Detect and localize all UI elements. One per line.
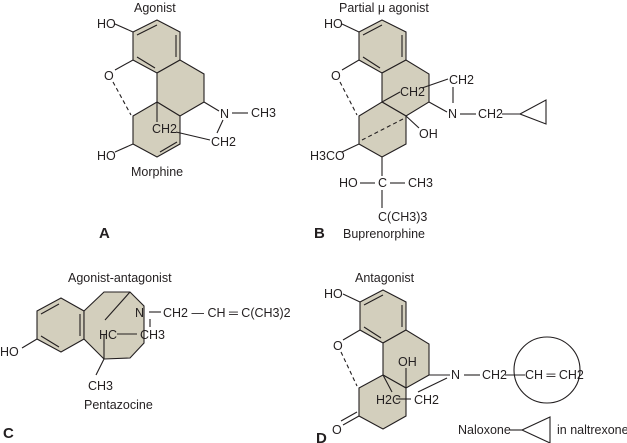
morphine-ch2-a: CH2	[152, 122, 177, 136]
pentazocine-ch3-bottom: CH3	[88, 379, 113, 393]
naloxone-o: O	[333, 339, 343, 353]
buprenorphine-tbutyl: C(CH3)3	[378, 210, 427, 224]
naloxone-allyl: CH ═ CH2	[525, 368, 584, 382]
morphine-n: N	[220, 107, 229, 121]
panel-d-letter: D	[316, 430, 327, 443]
morphine-ho-bottom: HO	[97, 149, 116, 163]
naloxone-ho-top: HO	[324, 287, 343, 301]
panel-d: Antagonist HO O OH H2C CH2 N CH2 CH ═ CH…	[316, 271, 627, 443]
buprenorphine-ho-side: HO	[339, 176, 358, 190]
cyclopropyl-icon	[520, 416, 551, 443]
cyclopropyl-icon	[518, 99, 547, 125]
buprenorphine-h3co: H3CO	[310, 149, 345, 163]
panel-a-letter: A	[99, 225, 110, 242]
panel-a-name: Morphine	[131, 165, 183, 179]
buprenorphine-o: O	[331, 69, 341, 83]
pentazocine-aromatic-ring	[36, 297, 85, 353]
pentazocine-bicyclic-ring	[83, 291, 145, 360]
buprenorphine-ho-top: HO	[324, 17, 343, 31]
naloxone-ch2: CH2	[414, 393, 439, 407]
morphine-ch3: CH3	[251, 106, 276, 120]
pentazocine-chain: CH2 — CH ═ C(CH3)2	[163, 306, 291, 320]
morphine-o: O	[104, 69, 114, 83]
panel-c-letter: C	[3, 425, 14, 442]
panel-d-category: Antagonist	[355, 271, 415, 285]
panel-c: Agonist-antagonist HO N CH2 — CH ═ C(CH3…	[0, 271, 291, 442]
buprenorphine-ch2-n: CH2	[478, 107, 503, 121]
naloxone-keto-o: O	[332, 423, 342, 437]
pentazocine-ho: HO	[0, 345, 19, 359]
naloxone-oh: OH	[398, 355, 417, 369]
panel-b-letter: B	[314, 225, 325, 242]
pentazocine-ch3-inner: CH3	[140, 328, 165, 342]
panel-a: Agonist HO O HO N CH3 CH2 CH2 Morphine A	[97, 1, 276, 242]
morphine-ho-top: HO	[97, 17, 116, 31]
panel-d-name: Naloxone	[458, 423, 511, 437]
naloxone-ch2-n: CH2	[482, 368, 507, 382]
buprenorphine-oh: OH	[419, 127, 438, 141]
substituent-highlight-circle	[513, 336, 581, 404]
panel-c-category: Agonist-antagonist	[68, 271, 172, 285]
buprenorphine-n: N	[448, 107, 457, 121]
pentazocine-n: N	[135, 306, 144, 320]
buprenorphine-ch3: CH3	[408, 176, 433, 190]
panel-b: Partial μ agonist HO O CH2 CH2 N CH2 OH …	[310, 1, 547, 242]
naloxone-n: N	[451, 368, 460, 382]
panel-c-name: Pentazocine	[84, 398, 153, 412]
naltrexone-note: in naltrexone	[557, 423, 627, 437]
panel-b-name: Buprenorphine	[343, 227, 425, 241]
buprenorphine-ch2-top: CH2	[449, 73, 474, 87]
naloxone-h2c: H2C	[376, 393, 401, 407]
panel-b-category: Partial μ agonist	[339, 1, 429, 15]
buprenorphine-c: C	[378, 176, 387, 190]
panel-a-category: Agonist	[134, 1, 176, 15]
buprenorphine-ch2-bridge: CH2	[400, 85, 425, 99]
morphine-ch2-b: CH2	[211, 135, 236, 149]
pentazocine-hc: HC	[99, 328, 117, 342]
